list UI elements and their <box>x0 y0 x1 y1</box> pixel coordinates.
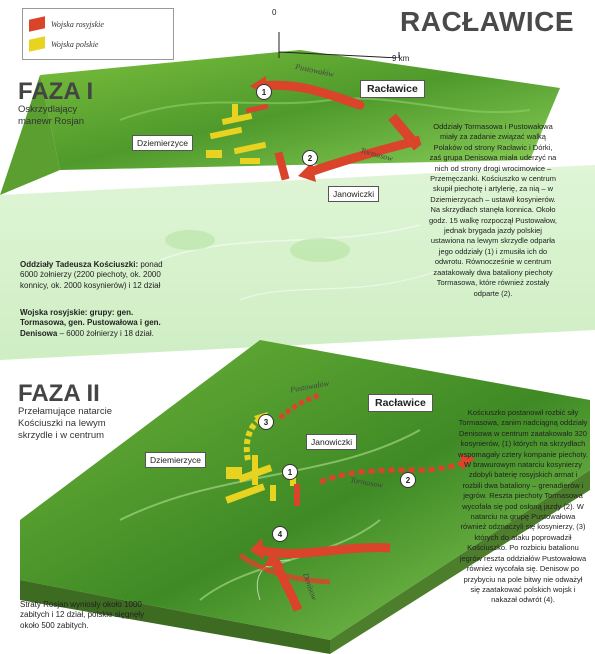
legend-polish-swatch <box>29 36 45 52</box>
legend-polish-label: Wojska polskie <box>51 39 99 49</box>
legend: Wojska rosyjskie Wojska polskie <box>22 8 174 60</box>
phase1-place-raclawice: Racławice <box>360 80 425 98</box>
phase1-polish-forces-text: ponad 6000 żołnierzy (2200 piechoty, ok.… <box>20 260 163 290</box>
legend-russian-swatch <box>29 16 45 32</box>
phase2-marker-3: 3 <box>258 414 274 430</box>
phase2-subtitle: Przełamujące natarcie Kościuszki na lewy… <box>18 406 112 441</box>
phase1-subtitle: Oskrzydlający manewr Rosjan <box>18 104 84 127</box>
page-title: RACŁAWICE <box>400 6 575 37</box>
phase2-terrain <box>20 340 590 654</box>
phase2-place-janowiczki: Janowiczki <box>306 434 358 450</box>
scale-start-label: 0 <box>272 8 277 17</box>
legend-russian: Wojska rosyjskie <box>29 16 104 32</box>
phase2-losses: Straty Rosjan wyniosły około 1000 zabity… <box>20 600 145 630</box>
phase1-polish-forces: Oddziały Tadeusza Kościuszki: ponad 6000… <box>20 260 170 291</box>
phase1-russian-forces-text: – 6000 żołnierzy i 18 dział. <box>59 328 154 338</box>
phase1-russian-unit <box>274 151 290 181</box>
phase2-marker-1: 1 <box>282 464 298 480</box>
phase1-polish-forces-heading: Oddziały Tadeusza Kościuszki: <box>20 260 139 269</box>
phase1-place-janowiczki: Janowiczki <box>328 186 380 202</box>
phase2-marker-2: 2 <box>400 472 416 488</box>
phase1-description: Oddziały Tormasowa i Pustowałowa miały z… <box>429 122 557 298</box>
phase1-russian-unit <box>388 113 422 151</box>
phase2-russian-unit <box>294 484 300 506</box>
phase2-description: Kościuszko postanowił rozbić siły Tormas… <box>458 408 588 605</box>
phase1-russian-forces: Wojska rosyjskie: grupy: gen. Tormasowa,… <box>20 308 170 339</box>
phase1-marker-1: 1 <box>256 84 272 100</box>
phase1-russian-unit <box>245 103 269 114</box>
phase2-russian-retreat-pustowalow <box>278 392 321 420</box>
phase1-russian-forces-heading: Wojska rosyjskie: grupy: gen. Tormasowa,… <box>20 308 161 338</box>
phase2-place-raclawice: Racławice <box>368 394 433 412</box>
scale-end-label: 9 km <box>392 54 410 63</box>
phase2-russian-retreat-2 <box>319 454 475 485</box>
scale-bar <box>278 32 400 58</box>
phase1-place-dziemierzyce: Dziemierzyce <box>132 135 194 151</box>
phase2-denisow-arrow-4 <box>238 538 391 612</box>
phase2-title: FAZA II <box>18 380 100 407</box>
phase2-marker-4: 4 <box>272 526 288 542</box>
phase1-title: FAZA I <box>18 78 94 105</box>
phase1-russian-arrow-2 <box>298 135 422 182</box>
phase2-place-dziemierzyce: Dziemierzyce <box>145 452 207 468</box>
legend-russian-label: Wojska rosyjskie <box>51 19 104 29</box>
phase1-marker-2: 2 <box>302 150 318 166</box>
legend-polish: Wojska polskie <box>29 36 99 52</box>
phase1-polish-units <box>206 104 267 164</box>
